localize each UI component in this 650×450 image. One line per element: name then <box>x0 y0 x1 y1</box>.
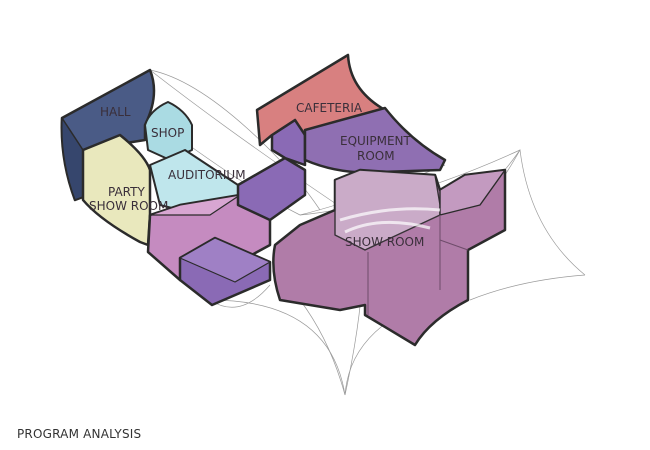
show-room-label: SHOW ROOM <box>345 235 424 249</box>
auditorium-label: AUDITORIUM <box>168 168 246 182</box>
show-room-volume <box>272 168 507 347</box>
purple-box-lower <box>178 236 272 307</box>
equipment-room-volume <box>303 106 447 174</box>
equipment-label-line1: EQUIPMENT <box>340 134 411 148</box>
shop-volume <box>144 101 193 161</box>
hall-label: HALL <box>100 105 131 119</box>
equipment-label-line2: ROOM <box>357 149 395 163</box>
party-label-line1: PARTY <box>108 185 145 199</box>
shop-label: SHOP <box>151 126 184 140</box>
cafeteria-label: CAFETERIA <box>296 101 363 115</box>
figure-caption: PROGRAM ANALYSIS <box>17 427 142 441</box>
cafeteria-volume <box>255 53 387 147</box>
purple-box-middle <box>236 156 307 222</box>
party-label-line2: SHOW ROOM <box>89 199 168 213</box>
